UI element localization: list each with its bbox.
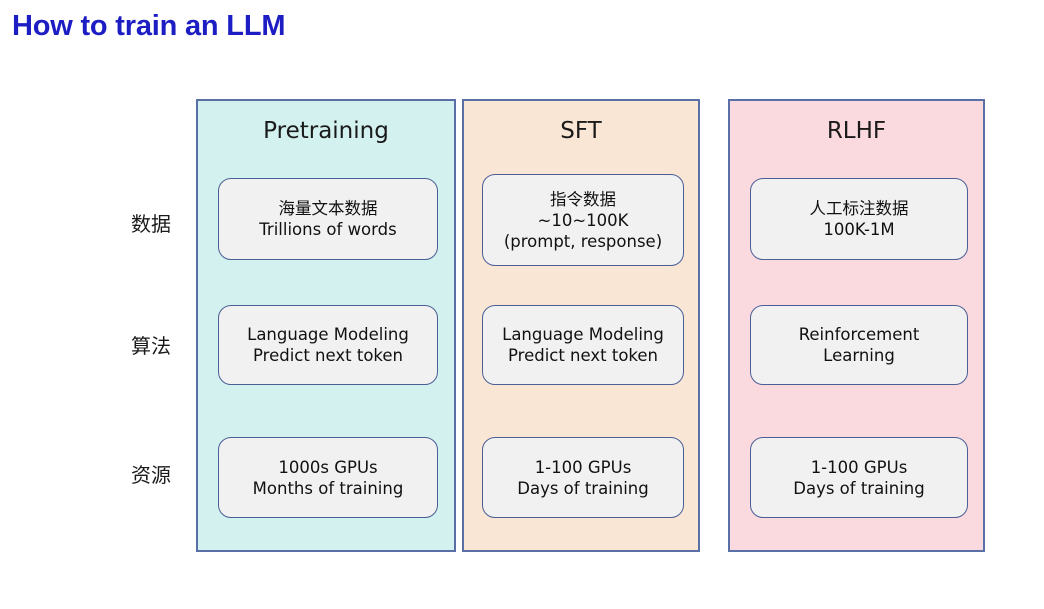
card-line: 指令数据	[550, 189, 616, 209]
card-line: Reinforcement	[798, 325, 920, 344]
column-header-rlhf: RLHF	[826, 118, 887, 144]
row-label-algorithm: 算法	[131, 334, 171, 358]
card-sft-algorithm: Language Modeling Predict next token	[482, 305, 684, 385]
card-line: Months of training	[252, 478, 404, 498]
card-line: Predict next token	[252, 346, 403, 365]
card-sft-data: 指令数据 ~10~100K (prompt, response)	[482, 174, 684, 266]
page-title: How to train an LLM	[12, 10, 286, 42]
card-rlhf-data: 人工标注数据 100K-1M	[750, 178, 968, 260]
card-line: Trillions of words	[259, 220, 397, 239]
card-pretraining-algorithm: Language Modeling Predict next token	[218, 305, 438, 385]
card-line: 1-100 GPUs	[534, 457, 632, 477]
card-line: 海量文本数据	[278, 199, 378, 218]
card-pretraining-resources: 1000s GPUs Months of training	[218, 437, 438, 518]
card-line: (prompt, response)	[503, 231, 663, 251]
card-line: 1-100 GPUs	[810, 457, 908, 477]
card-sft-resources: 1-100 GPUs Days of training	[482, 437, 684, 518]
card-line: Days of training	[517, 478, 649, 498]
column-sft: SFT 指令数据 ~10~100K (prompt, response) Lan…	[462, 99, 700, 552]
card-rlhf-algorithm: Reinforcement Learning	[750, 305, 968, 385]
card-line: Language Modeling	[247, 325, 409, 344]
card-line: 人工标注数据	[809, 199, 909, 218]
column-header-sft: SFT	[560, 118, 602, 144]
column-header-pretraining: Pretraining	[263, 118, 389, 144]
row-label-resources: 资源	[131, 463, 171, 487]
card-line: 1000s GPUs	[278, 457, 378, 477]
column-rlhf: RLHF 人工标注数据 100K-1M Reinforcement Learni…	[728, 99, 985, 552]
card-line: ~10~100K	[537, 210, 629, 230]
row-label-data: 数据	[131, 212, 171, 236]
card-pretraining-data: 海量文本数据 Trillions of words	[218, 178, 438, 260]
card-rlhf-resources: 1-100 GPUs Days of training	[750, 437, 968, 518]
column-pretraining: Pretraining 海量文本数据 Trillions of words La…	[196, 99, 456, 552]
card-line: Predict next token	[507, 346, 658, 365]
card-line: 100K-1M	[823, 220, 895, 239]
card-line: Learning	[823, 346, 895, 365]
card-line: Language Modeling	[502, 325, 664, 344]
card-line: Days of training	[793, 478, 925, 498]
